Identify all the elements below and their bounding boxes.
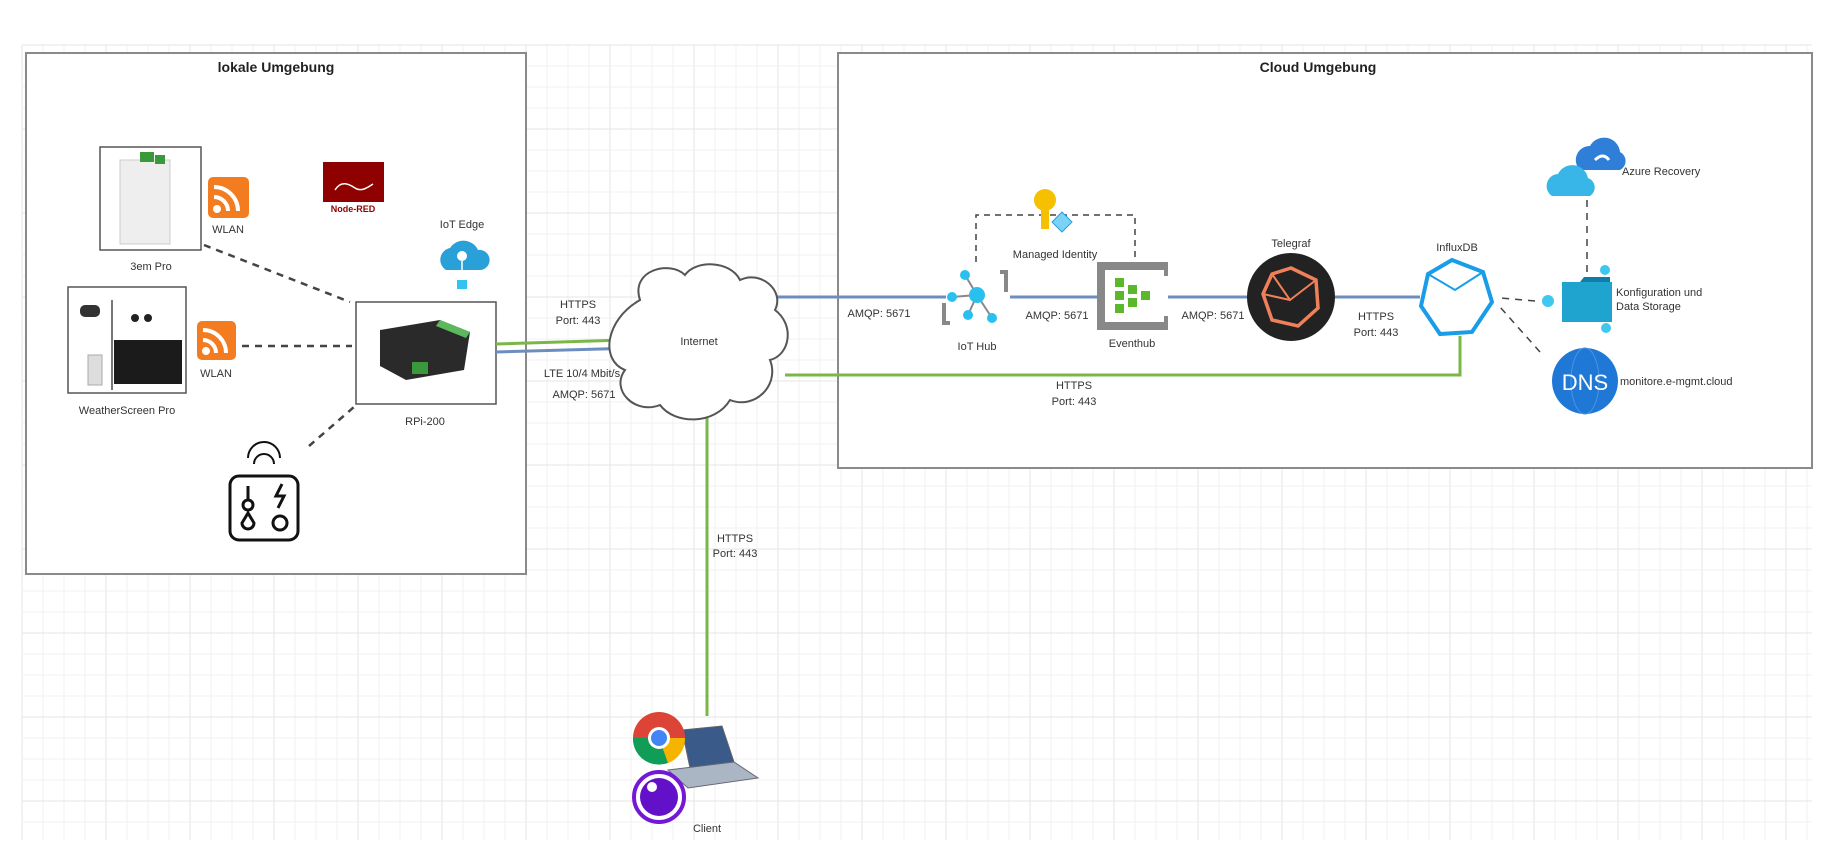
wlan-label-1: WLAN xyxy=(212,224,244,236)
wlan-icon xyxy=(208,177,249,218)
cloud-environment-box[interactable] xyxy=(837,52,1813,469)
rpi-200-device[interactable] xyxy=(355,301,497,405)
wlan-icon xyxy=(197,321,236,360)
rpi-amqp-label: AMQP: 5671 xyxy=(553,389,616,401)
storage-label-line2: Data Storage xyxy=(1616,301,1681,313)
rpi-label: RPi-200 xyxy=(405,416,445,428)
telegraf-influx-https-label: HTTPS xyxy=(1358,311,1394,323)
azure-recovery-label: Azure Recovery xyxy=(1622,166,1701,178)
storage-influxdb-link xyxy=(1499,297,1536,302)
rpi-https-label: HTTPS xyxy=(560,299,596,311)
dns-label: monitore.e-mgmt.cloud xyxy=(1620,376,1733,388)
svg-text:Node-RED: Node-RED xyxy=(331,204,376,214)
sensor-rpi-link xyxy=(308,406,355,447)
wlan-label-2: WLAN xyxy=(200,368,232,380)
internet-influxdb-link xyxy=(785,336,1462,377)
storage-folder-icon[interactable] xyxy=(1542,265,1612,333)
eventhub-label: Eventhub xyxy=(1109,338,1155,350)
client-https-label: HTTPS xyxy=(717,533,753,545)
eventhub-icon[interactable] xyxy=(1097,262,1168,330)
client-port-label: Port: 443 xyxy=(713,548,758,560)
weatherscreen-label: WeatherScreen Pro xyxy=(79,405,175,417)
weatherscreen-pro-device[interactable] xyxy=(67,286,187,394)
rpi-port-label: Port: 443 xyxy=(556,315,601,327)
cloud-environment-title: Cloud Umgebung xyxy=(1260,59,1377,75)
amqp-label-3: AMQP: 5671 xyxy=(1182,310,1245,322)
telegraf-label: Telegraf xyxy=(1271,238,1311,250)
iot-hub-icon[interactable] xyxy=(942,270,1008,325)
storage-label-line1: Konfiguration und xyxy=(1616,287,1702,299)
influx-https-label: HTTPS xyxy=(1056,380,1092,392)
iot-hub-label: IoT Hub xyxy=(958,341,997,353)
amqp-label-1: AMQP: 5671 xyxy=(848,308,911,320)
multi-sensor-icon[interactable] xyxy=(228,441,300,542)
node-red-logo[interactable]: Node-RED xyxy=(323,162,384,214)
influxdb-label: InfluxDB xyxy=(1436,242,1478,254)
telegraf-icon[interactable] xyxy=(1247,253,1335,341)
influx-port-label: Port: 443 xyxy=(1052,396,1097,408)
telegraf-influx-port-label: Port: 443 xyxy=(1354,327,1399,339)
shelly-label: 3em Pro xyxy=(130,261,172,273)
amqp-label-2: AMQP: 5671 xyxy=(1026,310,1089,322)
managed-identity-label: Managed Identity xyxy=(1013,249,1098,261)
rpi-internet-https-link xyxy=(495,338,625,346)
dns-influxdb-link xyxy=(1499,306,1541,353)
svg-text:DNS: DNS xyxy=(1562,370,1608,395)
shelly-3em-pro-device[interactable] xyxy=(99,146,202,251)
azure-recovery-icon[interactable] xyxy=(1546,137,1626,196)
iot-edge-label: IoT Edge xyxy=(440,219,484,231)
client-laptop-icon[interactable] xyxy=(666,725,760,789)
local-environment-title: lokale Umgebung xyxy=(218,59,335,75)
shelly-rpi-link xyxy=(203,243,351,304)
iot-edge-cloud-icon[interactable] xyxy=(440,240,490,289)
dns-icon[interactable]: DNS xyxy=(1552,347,1618,415)
managed-identity-link xyxy=(975,214,1136,262)
internet-label: Internet xyxy=(680,336,717,348)
internet-cloud[interactable] xyxy=(608,263,789,421)
managed-identity-key-icon[interactable] xyxy=(1034,189,1073,233)
tor-browser-icon[interactable] xyxy=(632,770,686,824)
chrome-icon[interactable] xyxy=(632,712,686,765)
influxdb-icon[interactable] xyxy=(1418,257,1495,337)
rpi-lte-label: LTE 10/4 Mbit/s xyxy=(544,368,621,380)
client-label: Client xyxy=(693,823,721,835)
